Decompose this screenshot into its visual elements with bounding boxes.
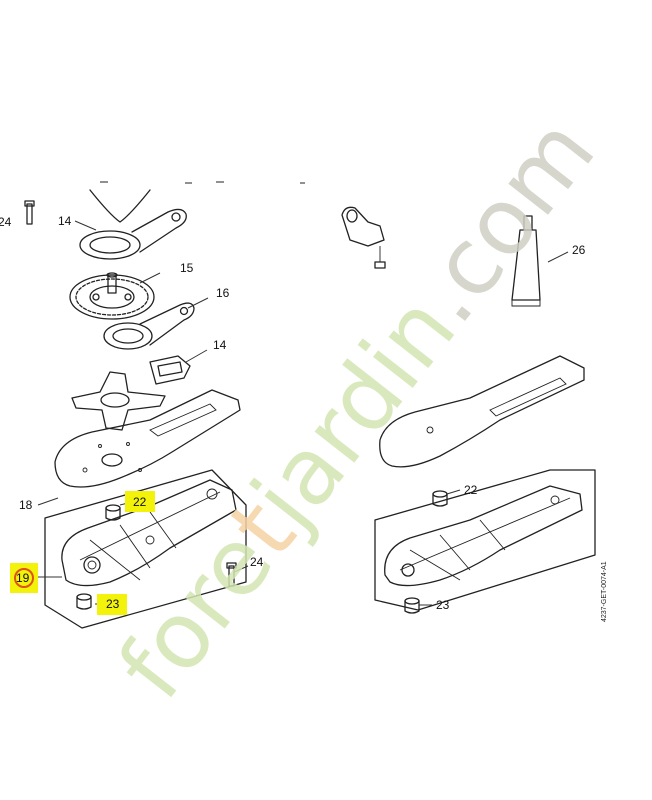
label-24-lower: 24: [250, 555, 264, 569]
bushing-part-23-right: [404, 597, 420, 614]
housing-right: [384, 485, 583, 587]
gear-housing-top: [89, 189, 151, 223]
slide-piece-part-14: [149, 355, 191, 385]
bushing-part-22-left: [105, 504, 121, 521]
connecting-rod-part-14-top: [79, 208, 187, 260]
gasket-plate-part-18: [54, 389, 241, 488]
bolt-part-24-top: [24, 200, 35, 225]
label-14-top: 14: [58, 214, 72, 228]
label-16: 16: [216, 286, 230, 300]
badge-ring-part-19: [14, 568, 34, 588]
bracket-part: [341, 206, 386, 269]
connecting-rod-part-16: [103, 302, 195, 350]
left-frame-outline: [44, 469, 247, 629]
label-22-left: 22: [133, 495, 147, 509]
svg-text:foretjardin.com: foretjardin.com: [98, 98, 615, 718]
right-frame-outline: [374, 469, 596, 611]
gear-part-15: [69, 272, 155, 320]
housing-part-19: [61, 479, 237, 587]
label-24-top: 24: [0, 215, 12, 229]
label-23-right: 23: [436, 598, 450, 612]
highlight-part-23: [97, 594, 127, 615]
cam-plate: [71, 371, 166, 431]
label-15: 15: [180, 261, 194, 275]
bushing-part-22-right: [432, 490, 448, 507]
label-23-left: 23: [106, 597, 120, 611]
gasket-plate-right: [379, 355, 585, 468]
bolt-part-24-lower: [226, 562, 237, 587]
bushing-part-23-left: [76, 593, 92, 610]
leader-lines: [37, 220, 569, 606]
watermark-part3: jardin: [230, 276, 476, 549]
label-22-right: 22: [464, 483, 478, 497]
label-14-lower: 14: [213, 338, 227, 352]
highlight-part-22: [125, 491, 155, 512]
cut-off-marks: [100, 181, 305, 184]
label-26: 26: [572, 243, 586, 257]
drawing-code: 4237-GET-0074-A1: [601, 561, 608, 622]
label-18: 18: [19, 498, 33, 512]
label-19: 19: [16, 571, 30, 585]
grease-tube-part-26: [511, 215, 541, 307]
watermark: foretjardin.com: [98, 98, 615, 718]
